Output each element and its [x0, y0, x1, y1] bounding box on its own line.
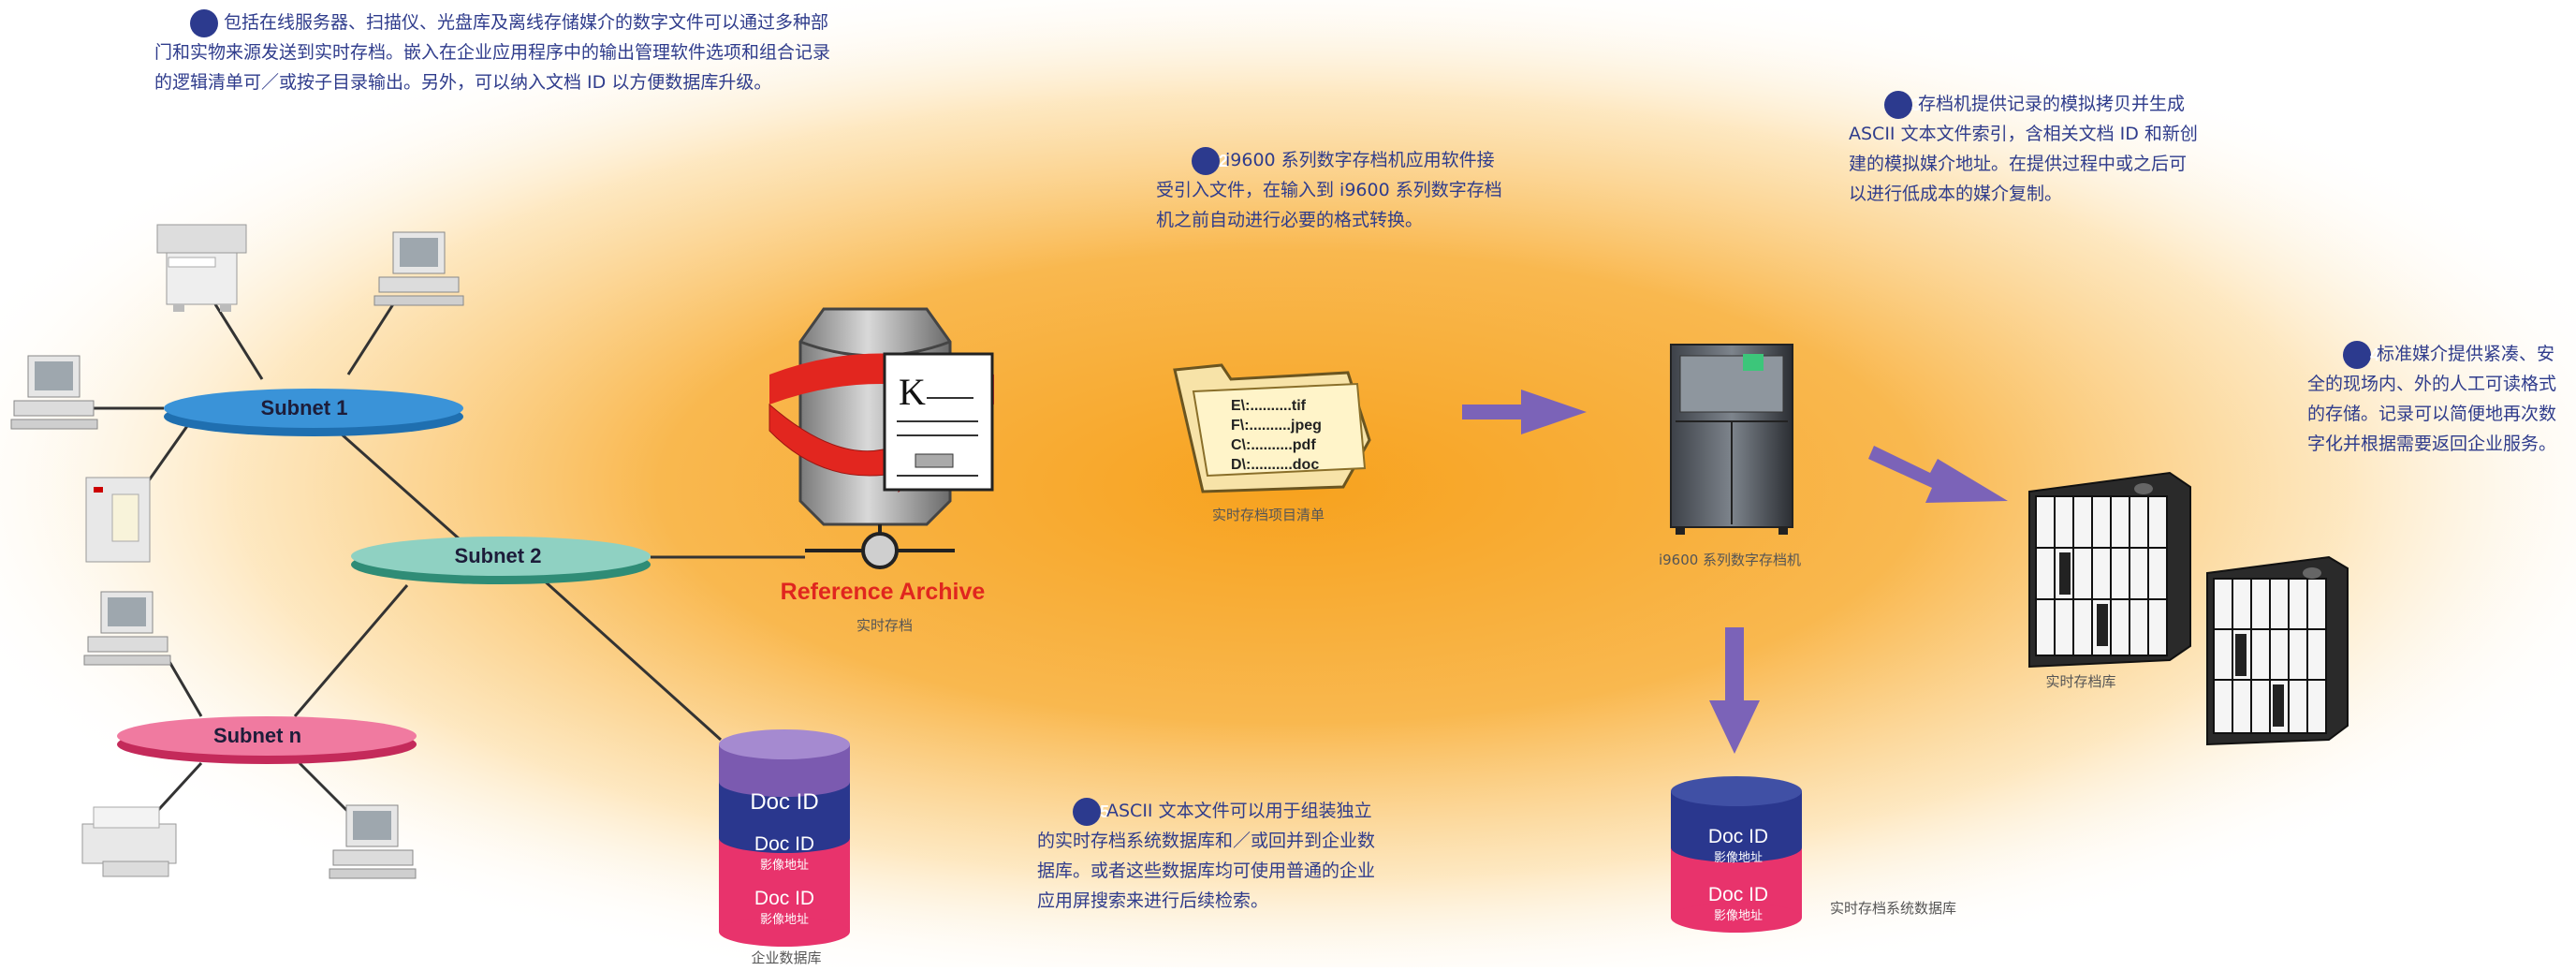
arrow-to-library-icon	[1868, 446, 2008, 503]
archive-library-shelf-icon	[2206, 555, 2349, 746]
step-number-badge: 5	[1073, 797, 1109, 826]
enterprise-db-mid-sub: 影像地址	[760, 859, 809, 873]
archive-library-shelf-icon	[2028, 471, 2191, 669]
scanner-icon	[156, 224, 247, 312]
enterprise-db-mid-label: Doc ID	[754, 833, 814, 855]
document-letter: K	[899, 371, 926, 413]
note-text: i9600 系列数字存档机应用软件接受引入文件，在输入到 i9600 系列数字存…	[1156, 150, 1502, 230]
archiver-caption: i9600 系列数字存档机	[1659, 552, 1801, 568]
note-text: 包括在线服务器、扫描仪、光盘库及离线存储媒介的数字文件可以通过多种部门和实物来源…	[154, 12, 831, 93]
folder-line: E\:..........tif	[1231, 398, 1307, 414]
archive-db-bot-label: Doc ID	[1708, 884, 1768, 905]
enterprise-db-bot-label: Doc ID	[754, 888, 814, 909]
desktop-computer-icon	[329, 804, 417, 879]
reference-archive-server-icon: K	[768, 307, 994, 569]
note-text: 标准媒介提供紧凑、安全的现场内、外的人工可读格式的存储。记录可以简便地再次数字化…	[2307, 344, 2557, 454]
archive-db-top-label: Doc ID	[1708, 826, 1768, 847]
network-lines	[94, 303, 805, 821]
subnet-1-disc	[164, 389, 463, 436]
note-2: 2i9600 系列数字存档机应用软件接受引入文件，在输入到 i9600 系列数字…	[1156, 145, 1507, 235]
archive-system-database-icon	[1671, 776, 1802, 933]
server-tower-icon	[85, 477, 151, 563]
step-number-badge: 3	[1884, 90, 1921, 119]
library-caption: 实时存档库	[2045, 673, 2115, 690]
desktop-computer-icon	[373, 231, 464, 306]
reference-archive-title: Reference Archive	[781, 579, 986, 605]
folder-line: C\:..........pdf	[1231, 437, 1316, 453]
folder-line: F\:..........jpeg	[1231, 418, 1322, 434]
enterprise-db-bot-sub: 影像地址	[760, 913, 809, 927]
enterprise-db-caption: 企业数据库	[751, 949, 821, 966]
enterprise-database-icon	[719, 729, 850, 947]
subnet-2-label: Subnet 2	[455, 544, 542, 567]
subnet-2-disc	[351, 537, 651, 584]
subnet-n-label: Subnet n	[213, 724, 301, 747]
note-text: ASCII 文本文件可以用于组装独立的实时存档系统数据库和／或回并到企业数据库。…	[1037, 801, 1376, 911]
note-1: 1包括在线服务器、扫描仪、光盘库及离线存储媒介的数字文件可以通过多种部门和实物来…	[154, 7, 838, 97]
enterprise-db-top-label: Doc ID	[750, 789, 818, 815]
archive-db-top-sub: 影像地址	[1714, 851, 1763, 865]
folder-icon	[1173, 363, 1371, 493]
folder-caption: 实时存档项目清单	[1212, 507, 1325, 523]
subnet-1-label: Subnet 1	[261, 396, 348, 419]
step-number-badge: 1	[190, 8, 227, 37]
arrow-to-archiver-icon	[1462, 390, 1587, 434]
reference-archive-caption: 实时存档	[856, 617, 913, 634]
note-text: 存档机提供记录的模拟拷贝并生成 ASCII 文本文件索引，含相关文档 ID 和新…	[1849, 94, 2198, 204]
arrow-to-database-icon	[1709, 627, 1760, 754]
step-number-badge: 2	[1192, 146, 1228, 175]
printer-icon	[81, 806, 177, 877]
i9600-archiver-icon	[1670, 344, 1793, 535]
desktop-computer-icon	[10, 355, 98, 430]
note-3: 3存档机提供记录的模拟拷贝并生成 ASCII 文本文件索引，含相关文档 ID 和…	[1849, 89, 2200, 209]
desktop-computer-icon	[83, 591, 171, 666]
subnet-n-disc	[117, 716, 417, 764]
archive-db-caption: 实时存档系统数据库	[1830, 900, 1956, 917]
note-5: 5ASCII 文本文件可以用于组装独立的实时存档系统数据库和／或回并到企业数据库…	[1037, 796, 1385, 916]
folder-line: D\:..........doc	[1231, 457, 1319, 473]
step-number-badge: 4	[2343, 340, 2379, 369]
note-4: 4标准媒介提供紧凑、安全的现场内、外的人工可读格式的存储。记录可以简便地再次数字…	[2307, 339, 2565, 459]
archive-db-bot-sub: 影像地址	[1714, 909, 1763, 923]
